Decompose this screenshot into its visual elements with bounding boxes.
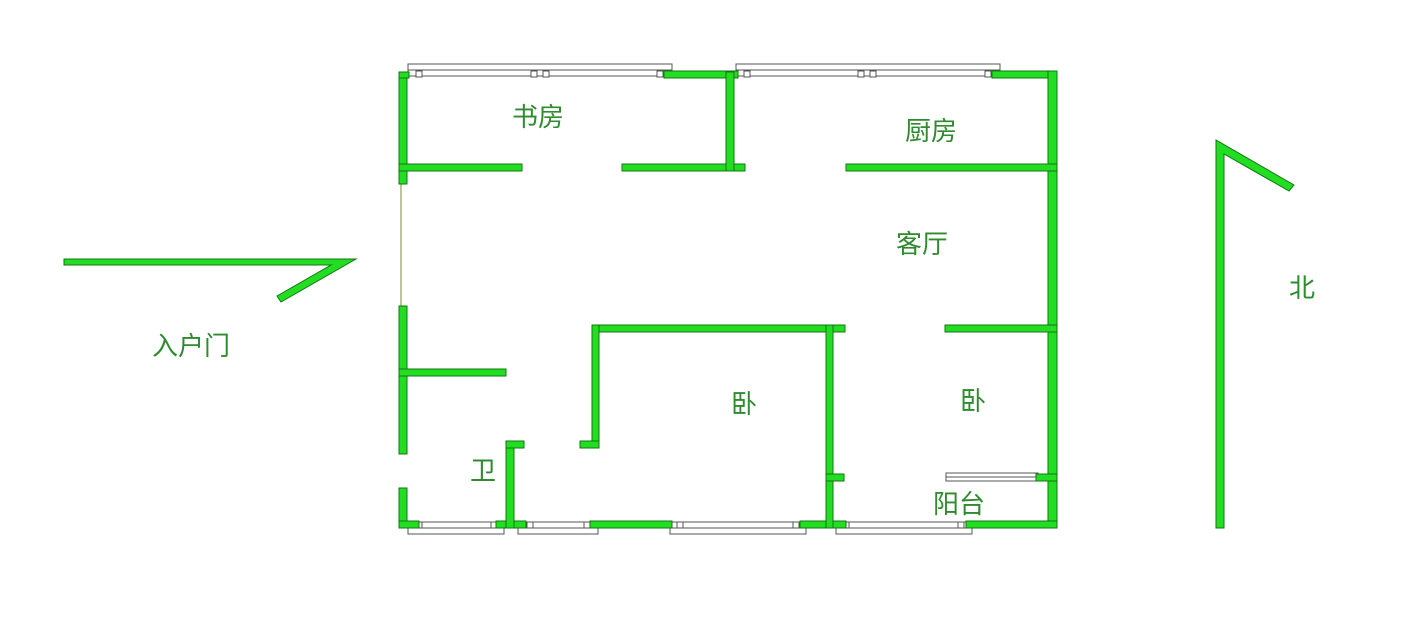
wall-bath-right [505,440,515,529]
wall-bottom-5 [965,520,1058,529]
wall-study-bottom-right [621,163,746,172]
label-entrance-door: 入户门 [152,332,230,362]
wall-right [1047,70,1058,529]
window-bottom-4 [835,521,973,535]
window-bottom-1 [407,521,505,535]
wall-top-right [991,70,1058,79]
window-top-left [407,63,673,78]
wall-balcony-top-right [1035,473,1058,482]
wall-left-middle [398,305,408,455]
label-bathroom: 卫 [470,457,496,487]
wall-bed-top [591,324,846,333]
window-top-right [735,63,1001,78]
label-main-bedroom: 卧 [731,390,757,420]
wall-bottom-4 [799,520,847,529]
wall-bath-right-cap [505,440,525,449]
wall-study-divider [725,71,735,172]
label-north: 北 [1289,274,1315,304]
label-kitchen: 厨房 [905,117,957,147]
wall-bottom-1 [398,520,420,529]
walls [398,70,1058,529]
wall-study-bottom-left [398,163,523,172]
wall-bed2-top [944,324,1058,333]
wall-bed-left-cap [579,440,600,449]
label-living-room: 客厅 [896,230,948,260]
wall-top-middle [663,70,739,79]
wall-bed-right [825,324,834,529]
wall-bed-right-stub [825,473,845,482]
label-balcony: 阳台 [933,490,985,520]
wall-bottom-3 [589,520,673,529]
wall-top-left-stub [398,71,410,79]
entrance-arrow-icon [63,258,358,303]
window-bottom-2 [517,521,599,535]
label-study: 书房 [512,103,564,133]
label-second-bedroom: 卧 [960,387,986,417]
wall-bath-top [398,368,507,377]
window-balcony-inner [945,472,1039,482]
wall-bed-left [591,324,600,449]
north-arrow-icon [1215,139,1295,529]
window-bottom-3 [669,521,807,535]
wall-kitchen-bottom [845,163,1058,172]
